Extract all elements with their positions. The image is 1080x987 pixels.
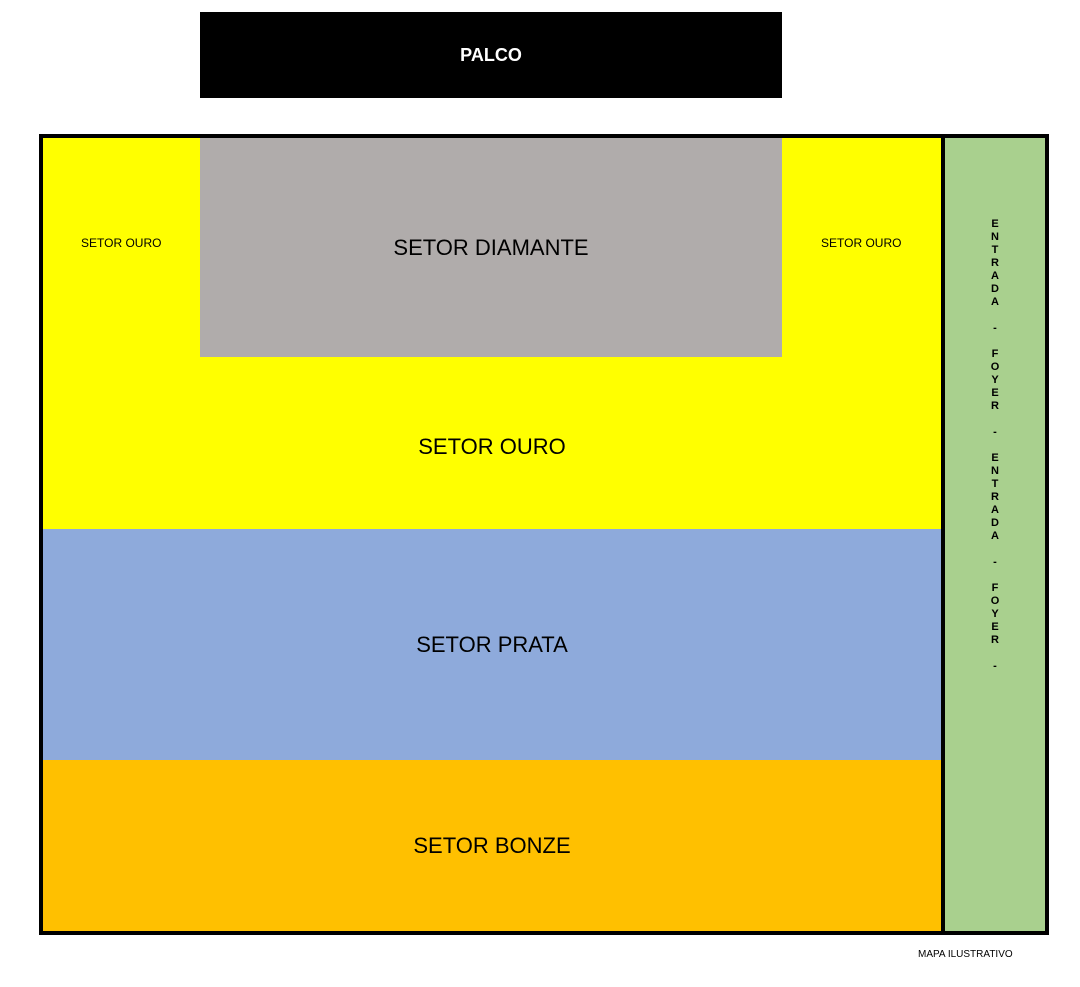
stage: PALCO bbox=[200, 12, 782, 98]
illustrative-map-note: MAPA ILUSTRATIVO bbox=[918, 949, 1013, 960]
gold-sector-label: SETOR OURO bbox=[418, 434, 566, 459]
stage-label: PALCO bbox=[460, 44, 522, 65]
gold-sector-right-label: SETOR OURO bbox=[821, 236, 902, 250]
bronze-sector: SETOR BONZE bbox=[43, 760, 941, 931]
silver-sector: SETOR PRATA bbox=[43, 529, 941, 760]
diamond-sector: SETOR DIAMANTE bbox=[200, 138, 782, 357]
gold-sector-left-label: SETOR OURO bbox=[81, 236, 162, 250]
diamond-sector-label: SETOR DIAMANTE bbox=[393, 234, 589, 260]
bronze-sector-label: SETOR BONZE bbox=[413, 832, 571, 858]
silver-sector-label: SETOR PRATA bbox=[416, 631, 568, 657]
seating-map: SETOR OURO SETOR OURO SETOR OURO SETOR D… bbox=[39, 134, 1049, 935]
